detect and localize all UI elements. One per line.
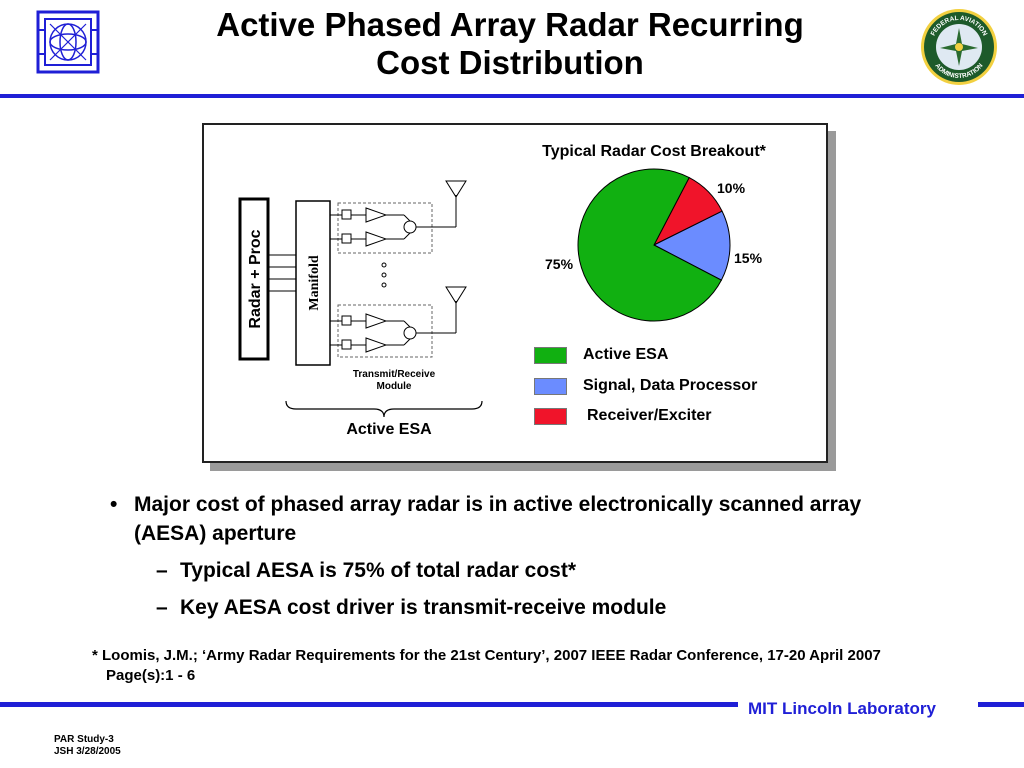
title-line-2: Cost Distribution — [376, 44, 644, 81]
slide-id: PAR Study-3 JSH 3/28/2005 — [54, 734, 121, 758]
tr-module-label-line2: Module — [377, 381, 412, 392]
chart-title: Typical Radar Cost Breakout* — [542, 143, 766, 160]
legend-item-receiver-exciter: Receiver/Exciter — [534, 406, 712, 426]
pie-slice-signal-processor — [652, 210, 731, 281]
lab-name: MIT Lincoln Laboratory — [748, 699, 936, 718]
footer-rule-right — [978, 702, 1024, 707]
legend-swatch-green — [534, 346, 567, 364]
antenna-upper — [445, 180, 467, 198]
footer-rule-left — [0, 702, 738, 707]
esa-brace — [285, 400, 483, 418]
slide-id-line1: PAR Study-3 — [54, 734, 114, 745]
bullet-main-text: Major cost of phased array radar is in a… — [134, 493, 862, 545]
figure-panel: Radar + Proc Manifold — [202, 123, 828, 463]
legend-label: Receiver/Exciter — [587, 407, 712, 424]
sub-bullet-2: – Key AESA cost driver is transmit-recei… — [110, 593, 930, 622]
sub-bullet-dash: – — [156, 559, 168, 582]
bullet-dot: • — [110, 493, 118, 516]
legend-item-signal-processor: Signal, Data Processor — [534, 376, 757, 396]
footnote-citation: * Loomis, J.M.; ‘Army Radar Requirements… — [92, 647, 881, 684]
sub-bullet-1-text: Typical AESA is 75% of total radar cost* — [180, 559, 577, 582]
pie-slice-active-esa — [577, 168, 723, 322]
antenna-lower — [445, 286, 467, 304]
legend-label: Active ESA — [583, 346, 669, 363]
cost-pie-chart — [577, 168, 731, 322]
legend-swatch-red — [534, 407, 567, 425]
bullet-list: • Major cost of phased array radar is in… — [110, 490, 930, 622]
radar-proc-label: Radar + Proc — [247, 229, 264, 328]
manifold-label: Manifold — [307, 255, 322, 310]
aesa-block-diagram: Radar + Proc Manifold — [238, 180, 467, 392]
bullet-main: • Major cost of phased array radar is in… — [110, 490, 930, 548]
legend-label: Signal, Data Processor — [583, 377, 758, 394]
sub-bullet-1: – Typical AESA is 75% of total radar cos… — [110, 556, 930, 585]
slide-title: Active Phased Array Radar Recurring Cost… — [130, 6, 890, 82]
pie-label-receiver-exciter: 10% — [717, 180, 746, 196]
pie-label-signal-processor: 15% — [734, 250, 763, 266]
manifold-box — [295, 200, 331, 366]
slide-id-line2: JSH 3/28/2005 — [54, 746, 121, 757]
title-line-1: Active Phased Array Radar Recurring — [216, 6, 804, 43]
lincoln-lab-logo — [36, 10, 100, 74]
tr-module-label-line1: Transmit/Receive — [353, 369, 436, 380]
active-esa-caption: Active ESA — [346, 421, 432, 438]
legend-item-active-esa: Active ESA — [534, 345, 668, 365]
tr-module-lower — [337, 304, 433, 358]
sub-bullet-dash: – — [156, 596, 168, 619]
tr-module-upper — [337, 202, 433, 254]
sub-bullet-2-text: Key AESA cost driver is transmit-receive… — [180, 596, 667, 619]
pie-label-active-esa: 75% — [545, 256, 574, 272]
legend-swatch-blue — [534, 377, 567, 395]
faa-seal-logo: FEDERAL AVIATION ADMINISTRATION — [921, 9, 997, 85]
title-rule — [0, 94, 1024, 98]
